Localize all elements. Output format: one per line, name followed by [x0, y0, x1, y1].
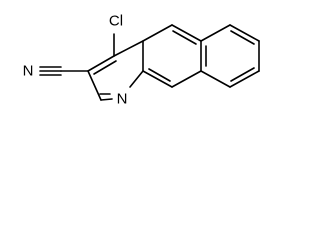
- ring-nitrogen-label: N: [117, 91, 128, 108]
- bond-c6a-c10a: [171, 70, 202, 88]
- bond-c7-c8: [229, 24, 260, 42]
- bond-c3-c4-double: [93, 60, 117, 75]
- chlorine-label: Cl: [109, 13, 123, 30]
- bond-c5-c6-double: [172, 30, 197, 45]
- bond-c2-c3: [87, 70, 102, 101]
- bond-c10a-c10b-double: [148, 68, 171, 82]
- bond-c10a-c10b: [142, 70, 173, 88]
- bond-n1-c2: [100, 98, 113, 101]
- atom-labels: Cl N N: [23, 13, 128, 108]
- bond-c9-c10-double: [230, 67, 255, 82]
- nitrile-nitrogen-label: N: [23, 63, 34, 80]
- bond-c7-c8-double: [230, 30, 255, 45]
- bond-c5-c6: [171, 24, 202, 42]
- chemical-structure: Cl N N: [23, 13, 260, 108]
- bond-c6a-c7: [200, 24, 231, 42]
- bond-c9-c10: [229, 70, 260, 88]
- bond-c4a-c5: [142, 24, 173, 42]
- bond-c3-c4: [87, 55, 115, 72]
- bond-c4-c4a: [113, 40, 144, 57]
- bond-c10-c10a: [200, 70, 231, 88]
- bond-lines: [39, 24, 260, 101]
- bond-c10b-n1: [129, 70, 144, 88]
